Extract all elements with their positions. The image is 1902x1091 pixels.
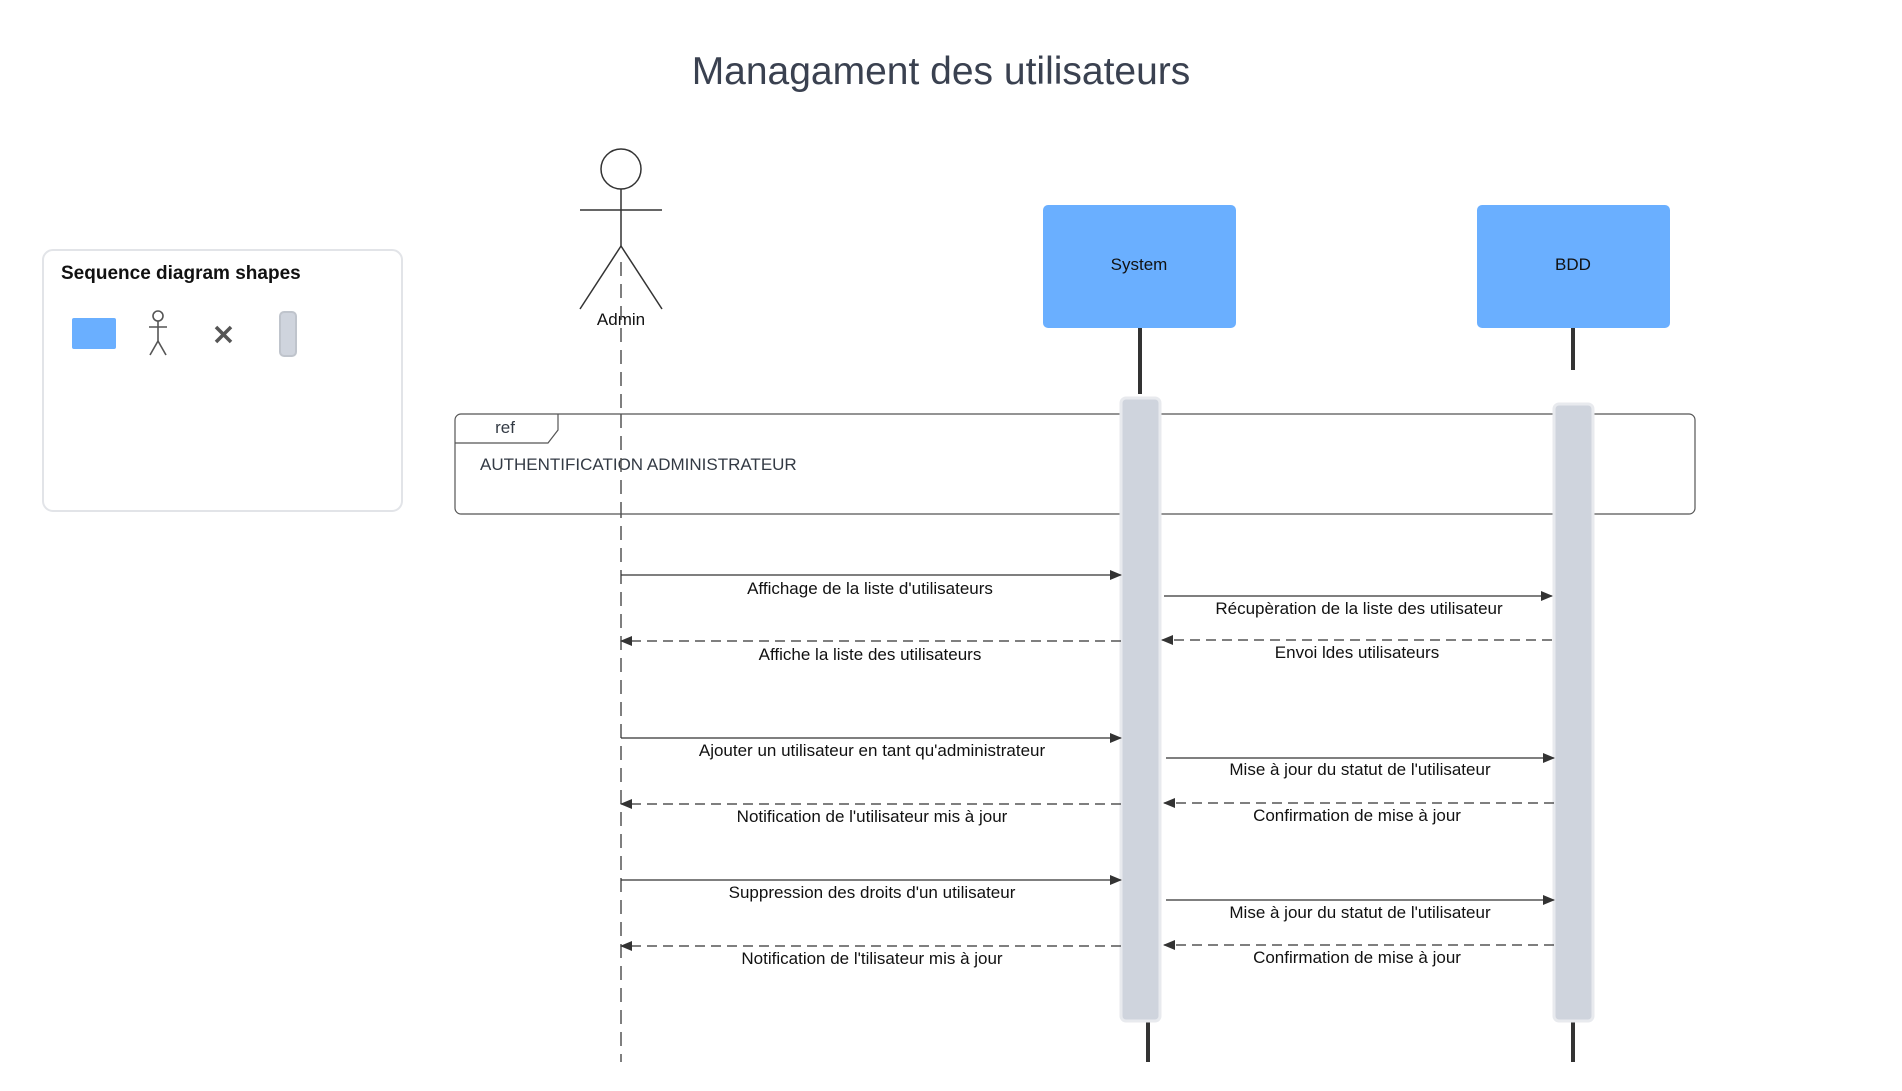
admin-actor — [579, 148, 663, 310]
message-5: Ajouter un utilisateur en tant qu'admini… — [621, 733, 1122, 760]
ref-tag: ref — [495, 418, 515, 437]
message-7: Notification de l'utilisateur mis à jour — [620, 799, 1121, 826]
legend-panel: Sequence diagram shapes — [42, 249, 403, 512]
rectangle-lifeline-icon[interactable] — [72, 318, 116, 349]
diagram-title: Managament des utilisateurs — [692, 50, 1191, 93]
message-label: Suppression des droits d'un utilisateur — [729, 883, 1016, 902]
message-label: Confirmation de mise à jour — [1253, 948, 1461, 967]
message-label: Mise à jour du statut de l'utilisateur — [1229, 760, 1491, 779]
bdd-label: BDD — [1555, 255, 1591, 274]
message-label: Notification de l'tilisateur mis à jour — [741, 949, 1003, 968]
bdd-activation-bar[interactable] — [1552, 402, 1595, 1023]
message-label: Récupèration de la liste des utilisateur — [1215, 599, 1503, 618]
message-3: Affiche la liste des utilisateurs — [620, 636, 1121, 664]
legend-title: Sequence diagram shapes — [61, 263, 301, 284]
message-2: Récupèration de la liste des utilisateur — [1164, 591, 1553, 618]
message-8: Confirmation de mise à jour — [1163, 798, 1554, 825]
message-10: Mise à jour du statut de l'utilisateur — [1166, 895, 1555, 922]
message-9: Suppression des droits d'un utilisateur — [621, 875, 1122, 902]
message-1: Affichage de la liste d'utilisateurs — [621, 570, 1122, 598]
message-label: Affiche la liste des utilisateurs — [759, 645, 982, 664]
message-label: Confirmation de mise à jour — [1253, 806, 1461, 825]
message-label: Mise à jour du statut de l'utilisateur — [1229, 903, 1491, 922]
message-11: Notification de l'tilisateur mis à jour — [620, 941, 1121, 968]
message-label: Envoi ldes utilisateurs — [1275, 643, 1439, 662]
message-12: Confirmation de mise à jour — [1163, 940, 1554, 967]
message-4: Envoi ldes utilisateurs — [1161, 635, 1552, 662]
message-6: Mise à jour du statut de l'utilisateur — [1166, 753, 1555, 779]
actor-icon[interactable] — [149, 310, 167, 356]
activation-bar-icon[interactable] — [279, 311, 297, 357]
system-participant-box[interactable] — [1043, 205, 1236, 328]
message-label: Notification de l'utilisateur mis à jour — [737, 807, 1008, 826]
message-label: Affichage de la liste d'utilisateurs — [747, 579, 993, 598]
system-label: System — [1111, 255, 1168, 274]
bdd-participant-box[interactable] — [1477, 205, 1670, 328]
ref-frame-text: AUTHENTIFICATION ADMINISTRATEUR — [480, 455, 797, 474]
ref-frame: ref AUTHENTIFICATION ADMINISTRATEUR — [454, 413, 1696, 515]
destroy-x-icon[interactable] — [214, 325, 233, 344]
message-label: Ajouter un utilisateur en tant qu'admini… — [699, 741, 1046, 760]
system-activation-bar[interactable] — [1119, 396, 1162, 1023]
